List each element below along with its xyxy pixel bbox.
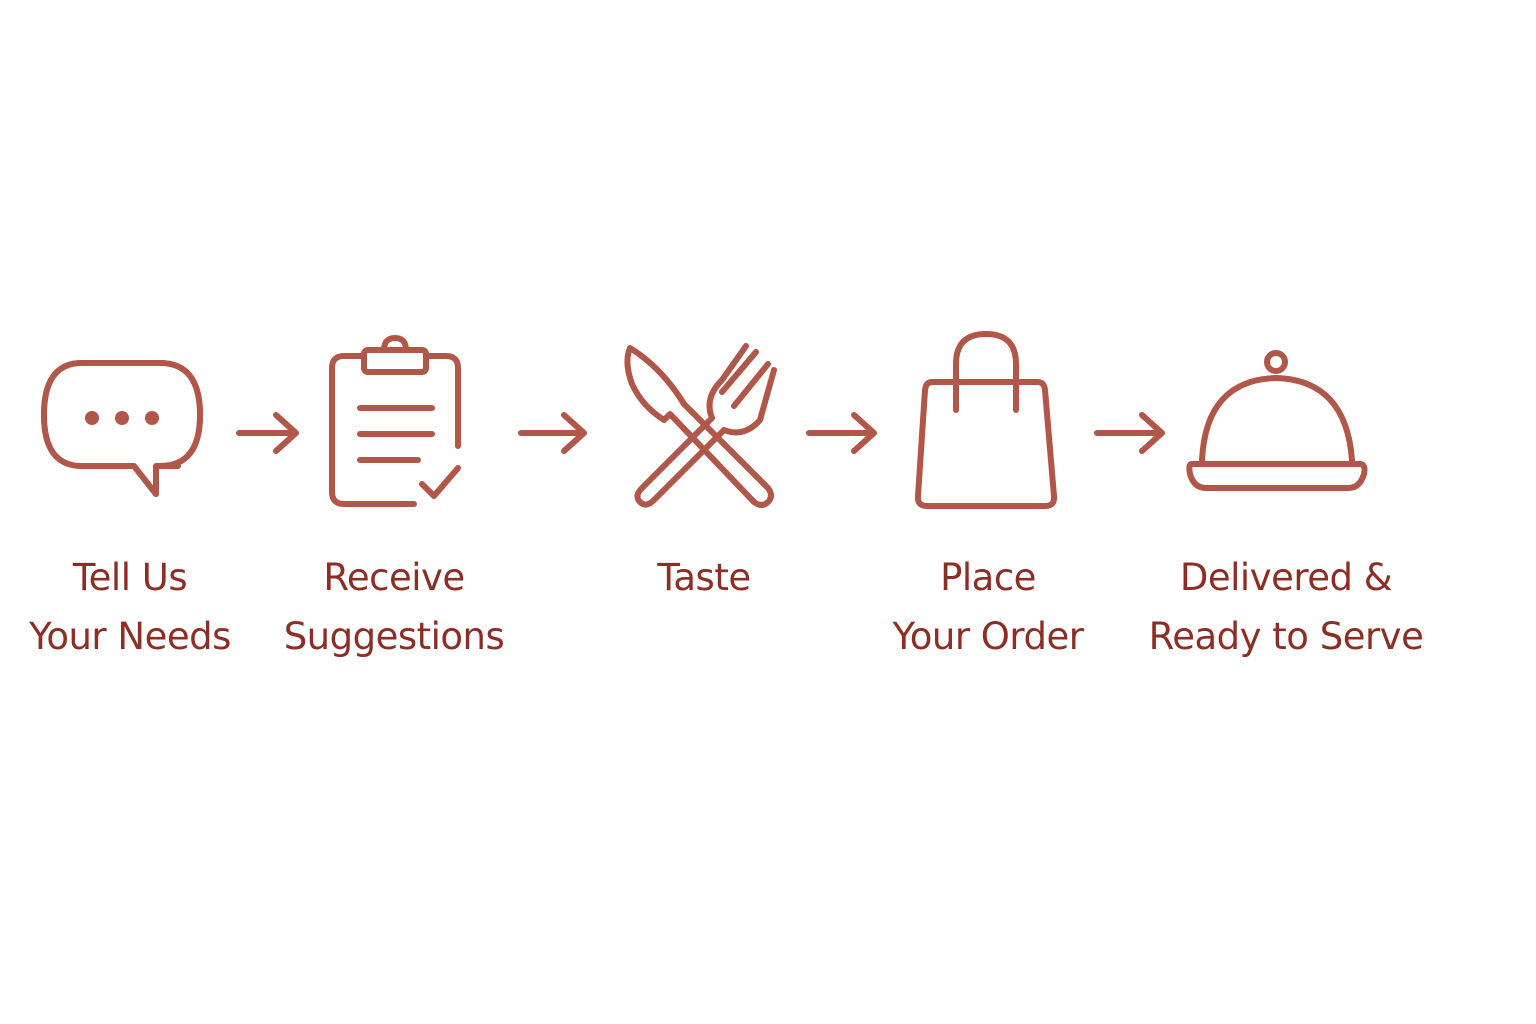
step-label-line: Receive [323, 556, 465, 599]
step-label-line: Delivered & [1179, 556, 1393, 599]
knife-fork-icon [622, 338, 778, 510]
step-label-line: Your Needs [29, 615, 231, 658]
speech-bubble-icon [40, 360, 204, 500]
step-label-tell-us-your-needs: Tell Us Your Needs [0, 548, 270, 666]
arrow-right-icon [236, 410, 302, 460]
serving-cloche-icon [1184, 348, 1370, 496]
step-label-line: Suggestions [283, 615, 505, 658]
arrow-right-icon [518, 410, 590, 460]
clipboard-checklist-icon [328, 334, 468, 512]
step-label-line: Your Order [892, 615, 1084, 658]
step-label-receive-suggestions: Receive Suggestions [254, 548, 534, 666]
step-label-delivered-ready-to-serve: Delivered & Ready to Serve [1134, 548, 1438, 666]
shopping-bag-icon [912, 330, 1062, 512]
step-label-line: Place [940, 556, 1036, 599]
step-label-line: Tell Us [72, 556, 188, 599]
step-label-place-your-order: Place Your Order [848, 548, 1128, 666]
step-label-line: Ready to Serve [1148, 615, 1424, 658]
arrow-right-icon [1094, 410, 1168, 460]
step-label-taste: Taste [564, 548, 844, 607]
arrow-right-icon [806, 410, 880, 460]
step-label-line: Taste [657, 556, 751, 599]
